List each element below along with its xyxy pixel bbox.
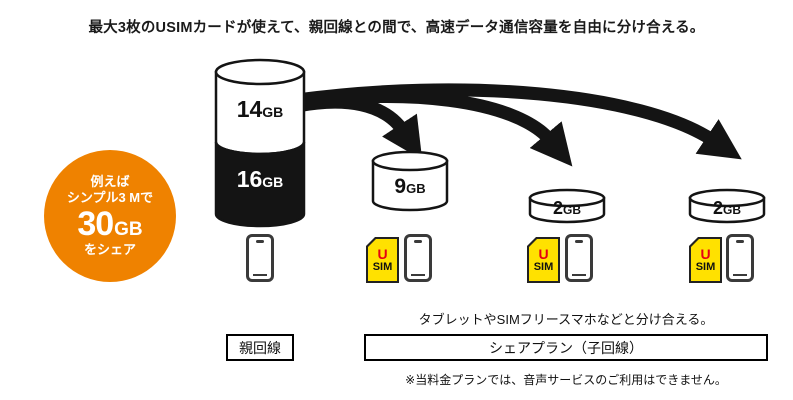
share-cylinder-3-label: 2GB	[713, 198, 741, 218]
share-cylinder-3: 2GB	[688, 188, 766, 224]
arrow-to-share-2	[296, 89, 573, 167]
badge-amount: 30	[77, 205, 114, 244]
arrow-to-share-1	[295, 95, 423, 160]
badge-line2: シンプル3 Mで	[66, 189, 154, 205]
share-cylinder-1: 9GB	[371, 150, 449, 212]
badge-amount-row: 30 GB	[77, 207, 142, 241]
footnote: ※当料金プランでは、音声サービスのご利用はできません。	[405, 373, 727, 387]
usim-sim-label: SIM	[372, 261, 393, 273]
usim-sim-label: SIM	[533, 261, 554, 273]
share-plan-label: シェアプラン（子回線）	[364, 334, 768, 361]
usim-card-icon: U SIM	[366, 237, 399, 283]
usim-card-face: U SIM	[529, 239, 558, 281]
share-cylinder-2-label: 2GB	[553, 198, 581, 218]
parent-line-label: 親回線	[226, 334, 294, 361]
usim-u-label: U	[538, 246, 549, 262]
share-note: タブレットやSIMフリースマホなどと分け合える。	[418, 312, 714, 327]
child-phone-icon-2	[565, 234, 593, 282]
parent-phone-icon	[246, 234, 274, 282]
child-phone-icon-3	[726, 234, 754, 282]
badge-line1: 例えば	[90, 173, 130, 189]
usim-card-face: U SIM	[691, 239, 720, 281]
main-cylinder-top-label: 14GB	[237, 96, 284, 122]
example-badge: 例えば シンプル3 Mで 30 GB をシェア	[44, 150, 176, 282]
usim-u-label: U	[377, 246, 388, 262]
badge-unit: GB	[114, 219, 143, 241]
usim-card-icon: U SIM	[527, 237, 560, 283]
arrow-to-share-3	[296, 83, 742, 160]
main-cylinder-bottom-label: 16GB	[237, 166, 284, 192]
usim-card-face: U SIM	[368, 239, 397, 281]
child-phone-icon-1	[404, 234, 432, 282]
badge-line3: をシェア	[83, 242, 136, 258]
share-cylinder-2: 2GB	[528, 188, 606, 224]
usim-u-label: U	[700, 246, 711, 262]
share-cylinder-1-label: 9GB	[394, 175, 425, 198]
main-data-cylinder: 14GB 16GB	[214, 58, 306, 228]
usim-sim-label: SIM	[695, 261, 716, 273]
usim-card-icon: U SIM	[689, 237, 722, 283]
diagram-heading: 最大3枚のUSIMカードが使えて、親回線との間で、高速データ通信容量を自由に分け…	[88, 20, 705, 36]
